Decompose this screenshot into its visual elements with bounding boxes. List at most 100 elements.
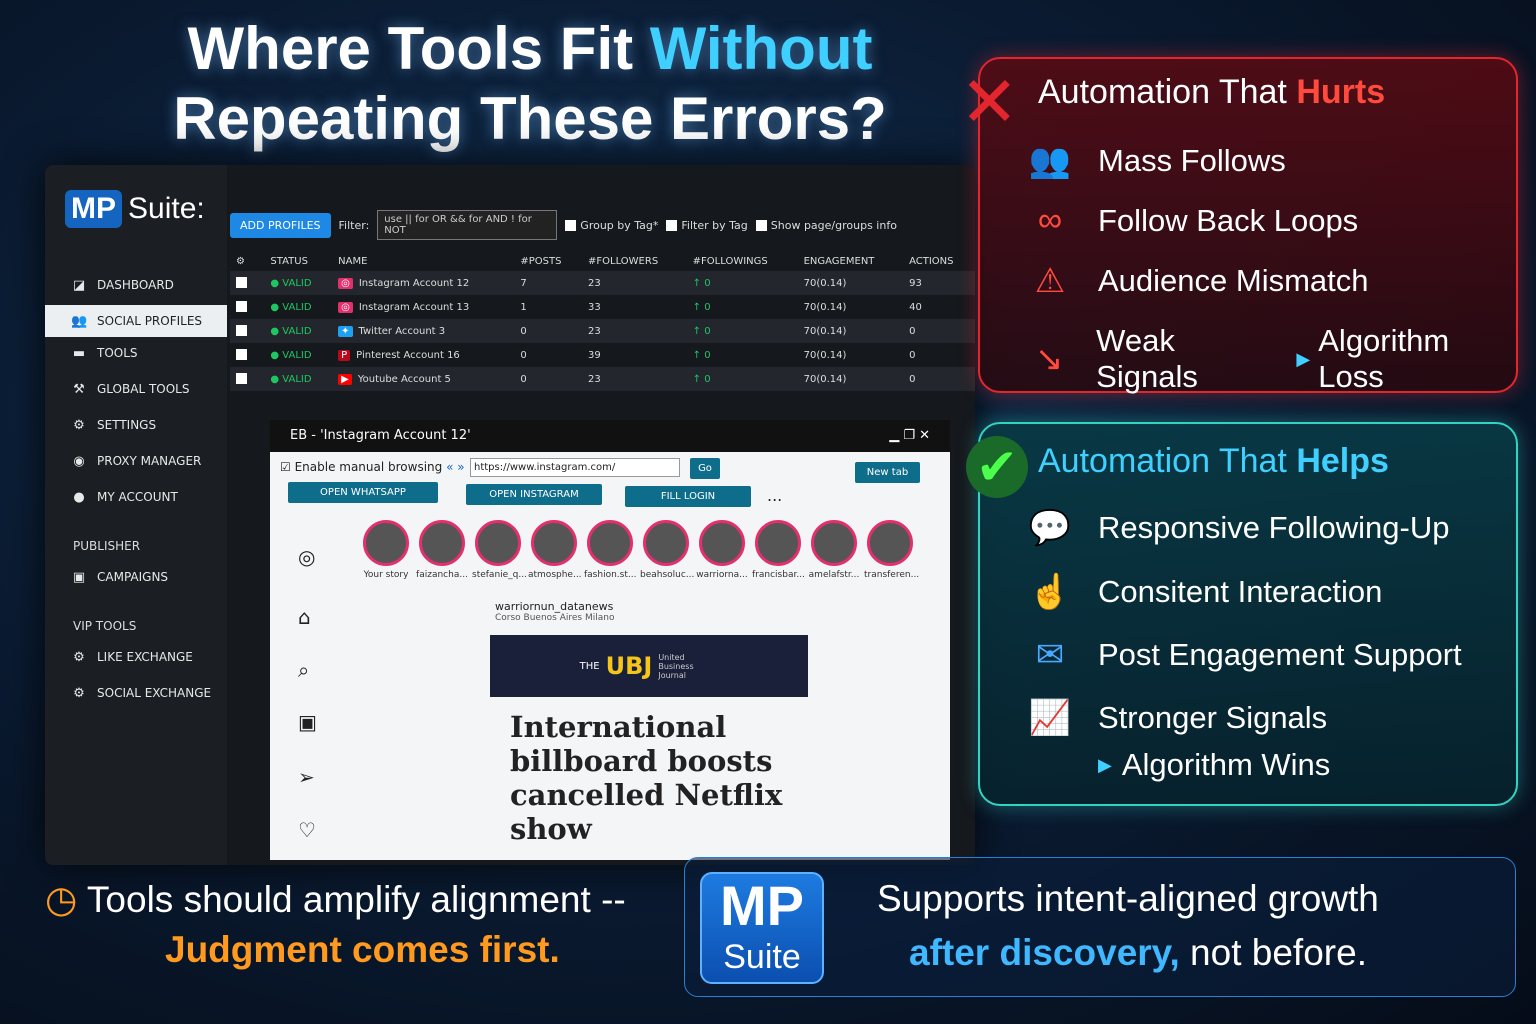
- nav-label: DASHBOARD: [97, 278, 174, 292]
- instagram-icon[interactable]: ◎: [298, 545, 316, 569]
- go-button[interactable]: Go: [690, 458, 720, 479]
- group-by-tag-checkbox[interactable]: Group by Tag*: [565, 219, 658, 232]
- open-whatsapp-button[interactable]: OPEN WHATSAPP: [288, 482, 438, 503]
- search-icon[interactable]: ⌕: [298, 658, 310, 682]
- row-checkbox[interactable]: [230, 295, 264, 319]
- col-header[interactable]: NAME: [338, 256, 368, 267]
- story-avatar: [475, 520, 521, 566]
- actions-cell[interactable]: 0: [909, 349, 916, 361]
- story-item[interactable]: francisbar...: [752, 520, 805, 580]
- settings-icon[interactable]: ⚙: [236, 256, 245, 267]
- sidebar-item-proxy-manager[interactable]: ◉PROXY MANAGER: [45, 445, 227, 477]
- loop-icon: ∞: [1037, 201, 1063, 239]
- story-item[interactable]: fashion.st...: [584, 520, 636, 580]
- status-cell: ● VALID: [270, 277, 312, 289]
- heart-icon[interactable]: ♡: [298, 818, 316, 842]
- headline-highlight: Without: [649, 15, 873, 82]
- automation-helps-panel: ✔ Automation That Helps 💬Responsive Foll…: [966, 422, 1518, 806]
- actions-cell[interactable]: 40: [909, 301, 922, 313]
- table-row[interactable]: ● VALID ◎Instagram Account 13 1 33 ↑ 0 7…: [230, 295, 975, 319]
- add-profiles-button[interactable]: ADD PROFILES: [230, 212, 331, 238]
- footer-right-line1: Supports intent-aligned growth: [877, 878, 1379, 919]
- sidebar-item-social-profiles[interactable]: 👥SOCIAL PROFILES: [45, 305, 227, 337]
- profile-name: Youtube Account 5: [357, 373, 451, 385]
- nav-label: TOOLS: [97, 346, 138, 360]
- calendar-icon: ▣: [72, 569, 86, 585]
- nav-arrows[interactable]: « »: [446, 460, 465, 474]
- filter-input[interactable]: use || for OR && for AND ! for NOT: [377, 210, 558, 240]
- actions-cell[interactable]: 0: [909, 325, 916, 337]
- more-button[interactable]: ...: [767, 486, 783, 505]
- headline: Where Tools Fit Without Repeating These …: [150, 14, 910, 154]
- story-item[interactable]: amelafstr...: [808, 520, 860, 580]
- actions-cell[interactable]: 93: [909, 277, 922, 289]
- item-label: Follow Back Loops: [1098, 202, 1359, 238]
- name-cell[interactable]: ▶Youtube Account 5: [332, 367, 514, 391]
- story-label: stefanie_q...: [472, 570, 527, 580]
- col-header[interactable]: STATUS: [270, 256, 308, 267]
- toolbox-icon: ▬: [72, 345, 86, 361]
- account-icon: ●: [73, 489, 85, 505]
- post-user[interactable]: warriornun_datanews: [495, 600, 614, 613]
- sidebar-item-like-exchange[interactable]: ⚙LIKE EXCHANGE: [45, 641, 227, 673]
- table-row[interactable]: ● VALID ✦Twitter Account 3 0 23 ↑ 0 70(0…: [230, 319, 975, 343]
- col-header[interactable]: #FOLLOWINGS: [692, 256, 768, 267]
- col-header[interactable]: ENGAGEMENT: [803, 256, 875, 267]
- story-avatar: [531, 520, 577, 566]
- story-item[interactable]: beahsoluc...: [640, 520, 694, 580]
- mail-icon: ✉: [1035, 636, 1065, 674]
- sidebar-item-my-account[interactable]: ●MY ACCOUNT: [45, 481, 227, 513]
- table-row[interactable]: ● VALID ▶Youtube Account 5 0 23 ↑ 0 70(0…: [230, 367, 975, 391]
- helps-item: 📈Stronger Signals: [1024, 698, 1327, 738]
- home-icon[interactable]: ⌂: [298, 605, 311, 629]
- story-item[interactable]: atmosphe...: [528, 520, 582, 580]
- helps-item: 💬Responsive Following-Up: [1024, 508, 1450, 548]
- url-input[interactable]: https://www.instagram.com/: [470, 458, 680, 477]
- sidebar-item-settings[interactable]: ⚙SETTINGS: [45, 409, 227, 441]
- col-header[interactable]: #POSTS: [520, 256, 562, 267]
- actions-cell[interactable]: 0: [909, 373, 916, 385]
- col-header[interactable]: #FOLLOWERS: [588, 256, 659, 267]
- enable-manual-browsing-checkbox[interactable]: ☑ Enable manual browsing « »: [280, 460, 465, 474]
- name-cell[interactable]: ◎Instagram Account 13: [332, 295, 514, 319]
- item-label: Responsive Following-Up: [1098, 510, 1450, 545]
- followings-value: 0: [704, 325, 711, 337]
- row-checkbox[interactable]: [230, 343, 264, 367]
- name-cell[interactable]: ✦Twitter Account 3: [332, 319, 514, 343]
- exchange-icon: ⚙: [73, 649, 85, 665]
- reels-icon[interactable]: ▣: [298, 710, 317, 734]
- item-label: Weak Signals: [1096, 323, 1198, 394]
- row-checkbox[interactable]: [230, 367, 264, 391]
- sidebar-item-dashboard[interactable]: ◪DASHBOARD: [45, 269, 227, 301]
- row-checkbox[interactable]: [230, 271, 264, 295]
- col-header[interactable]: ACTIONS: [909, 256, 954, 267]
- story-item[interactable]: transferen...: [864, 520, 919, 580]
- exchange-icon: ⚙: [73, 685, 85, 701]
- story-item[interactable]: Your story: [360, 520, 412, 580]
- story-item[interactable]: faizancha...: [416, 520, 468, 580]
- story-item[interactable]: stefanie_q...: [472, 520, 527, 580]
- open-instagram-button[interactable]: OPEN INSTAGRAM: [466, 484, 602, 505]
- sidebar-item-global-tools[interactable]: ⚒GLOBAL TOOLS: [45, 373, 227, 405]
- table-row[interactable]: ● VALID ◎Instagram Account 12 7 23 ↑ 0 7…: [230, 271, 975, 295]
- filter-by-tag-checkbox[interactable]: Filter by Tag: [666, 219, 748, 232]
- show-page-info-checkbox[interactable]: Show page/groups info: [755, 219, 897, 232]
- status-cell: ● VALID: [270, 373, 312, 385]
- story-label: amelafstr...: [808, 570, 860, 580]
- sidebar-item-campaigns[interactable]: ▣CAMPAIGNS: [45, 561, 227, 593]
- name-cell[interactable]: ◎Instagram Account 12: [332, 271, 514, 295]
- story-item[interactable]: warriorna...: [696, 520, 748, 580]
- followings-value: 0: [704, 301, 711, 313]
- send-icon[interactable]: ➢: [298, 765, 315, 789]
- click-icon: ☝: [1028, 573, 1072, 611]
- gear-icon: ⚙: [73, 417, 85, 433]
- sidebar-item-social-exchange[interactable]: ⚙SOCIAL EXCHANGE: [45, 677, 227, 709]
- row-checkbox[interactable]: [230, 319, 264, 343]
- sidebar-item-tools[interactable]: ▬ TOOLS: [45, 337, 227, 369]
- new-tab-button[interactable]: New tab: [855, 462, 920, 483]
- window-controls[interactable]: ▁ ❐ ✕: [889, 428, 930, 443]
- fill-login-button[interactable]: FILL LOGIN: [625, 486, 751, 507]
